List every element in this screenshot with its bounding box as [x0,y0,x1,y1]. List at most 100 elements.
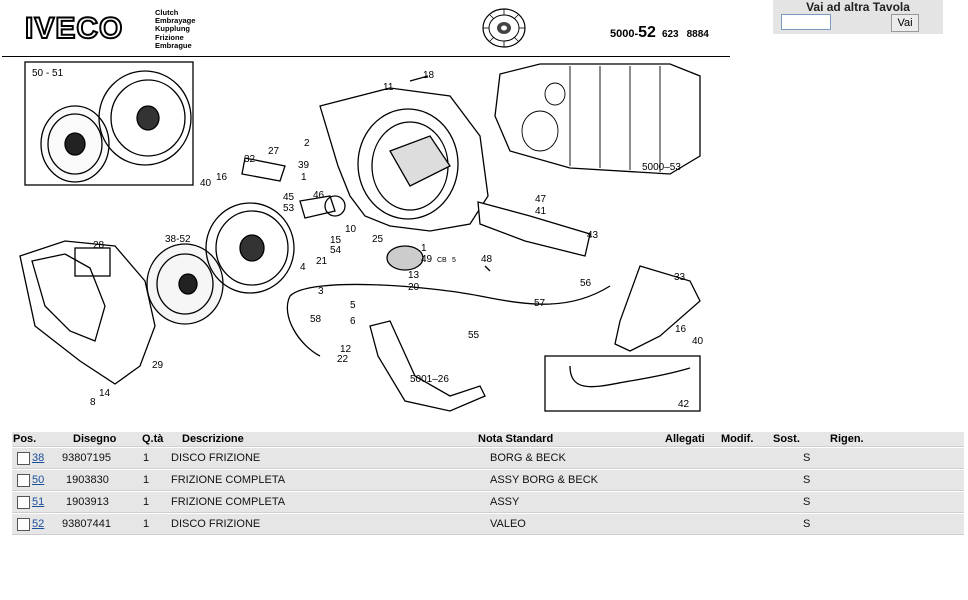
callout-22: 22 [337,354,349,365]
exploded-parts-drawing: 50 - 51 18 11 5000–53 2 27 32 39 1 16 40… [19,61,704,412]
callout-5: 5 [452,257,456,264]
callout-38-52: 38-52 [165,234,191,245]
callout-14: 14 [99,388,111,399]
standard-note: VALEO [490,518,526,530]
callout-48: 48 [481,254,493,265]
table-code-1: 623 [661,29,679,40]
callout-18: 18 [423,70,435,81]
callout-8: 8 [90,397,96,408]
substitution-flag: S [803,496,811,508]
callout-1: 1 [301,172,307,183]
callout-41: 41 [535,206,547,217]
header-rigen: Rigen. [830,433,864,445]
row-checkbox[interactable] [17,474,30,487]
callout-27: 27 [268,146,280,157]
header-qta: Q.tà [142,433,164,445]
section-title-languages: Clutch Embrayage Kupplung Frizione Embra… [155,8,196,50]
standard-note: BORG & BECK [490,452,566,464]
goto-table-title: Vai ad altra Tavola [806,0,910,14]
quantity: 1 [143,518,150,530]
header-divider [2,56,730,57]
callout-4: 4 [300,262,306,273]
table-number: 52 [638,24,656,41]
callout-25: 25 [372,234,384,245]
title-en: Clutch [155,8,179,17]
callout-42: 42 [678,399,690,410]
header-disegno: Disegno [73,433,117,445]
substitution-flag: S [803,474,811,486]
parts-table-header: Pos. Disegno Q.tà Descrizione Nota Stand… [12,432,964,447]
callout-29: 29 [152,360,164,371]
table-number-input[interactable] [781,14,831,30]
description: DISCO FRIZIONE [171,452,261,464]
part-number: 1903913 [66,496,109,508]
callout-40b: 40 [692,336,704,347]
table-row: 50 1903830 1 FRIZIONE COMPLETA ASSY BORG… [12,470,964,491]
callout-12: 12 [340,344,352,355]
standard-note: ASSY [490,496,520,508]
callout-21: 21 [316,256,328,267]
part-number: 93807195 [62,452,111,464]
callout-16b: 16 [675,324,687,335]
header-descrizione: Descrizione [182,433,244,445]
header-nota: Nota Standard [478,433,554,445]
pos-link[interactable]: 50 [32,474,45,486]
callout-32: 32 [244,154,256,165]
row-checkbox[interactable] [17,496,30,509]
title-it: Frizione [155,32,184,42]
pos-link[interactable]: 52 [32,518,45,530]
quantity: 1 [143,452,150,464]
quantity: 1 [143,496,150,508]
callout-20: 20 [408,282,420,293]
callout-10: 10 [345,224,357,235]
callout-cb: CB [437,257,447,264]
callout-33: 33 [674,272,686,283]
pos-link[interactable]: 38 [32,452,45,464]
callout-49: 49 [421,254,433,265]
table-row: 52 93807441 1 DISCO FRIZIONE VALEO S [12,514,964,535]
part-number: 93807441 [62,518,111,530]
pos-link[interactable]: 51 [32,496,45,508]
callout-55: 55 [468,330,480,341]
callout-1b: 1 [421,243,427,254]
page-header: IVECO Clutch Embrayage Kupplung Frizione… [0,0,735,58]
standard-note: ASSY BORG & BECK [490,474,599,486]
callout-5000-53: 5000–53 [642,162,681,173]
row-checkbox[interactable] [17,518,30,531]
callout-3: 3 [318,286,324,297]
table-row: 38 93807195 1 DISCO FRIZIONE BORG & BECK… [12,448,964,469]
table-row: 51 1903913 1 FRIZIONE COMPLETA ASSY S [12,492,964,513]
description: FRIZIONE COMPLETA [171,474,286,486]
callout-15: 15 [330,235,342,246]
header-allegati: Allegati [665,433,705,445]
callout-50-51: 50 - 51 [32,68,64,79]
callout-2: 2 [304,138,310,149]
description: FRIZIONE COMPLETA [171,496,286,508]
row-checkbox[interactable] [17,452,30,465]
title-de: Kupplung [155,24,190,34]
header-sost: Sost. [773,433,800,445]
iveco-logo: IVECO [24,11,124,46]
callout-53: 53 [283,203,295,214]
title-fr: Embrayage [155,16,196,26]
substitution-flag: S [803,452,811,464]
clutch-thumbnail-icon [482,8,526,48]
table-code-2: 8884 [686,29,709,40]
part-number: 1903830 [66,474,109,486]
callout-39: 39 [298,160,310,171]
quantity: 1 [143,474,150,486]
callout-28: 28 [93,240,105,251]
callout-47: 47 [535,194,547,205]
callout-43: 43 [587,230,599,241]
go-button[interactable]: Vai [891,14,919,32]
callout-40: 40 [200,178,212,189]
callout-56: 56 [580,278,592,289]
callout-5b: 5 [350,300,356,311]
callout-54: 54 [330,245,342,256]
header-pos: Pos. [13,433,37,445]
callout-11: 11 [383,82,394,93]
callout-46: 46 [313,190,325,201]
goto-table-panel: Vai ad altra Tavola Vai [773,0,943,34]
parts-table: Pos. Disegno Q.tà Descrizione Nota Stand… [12,432,964,535]
